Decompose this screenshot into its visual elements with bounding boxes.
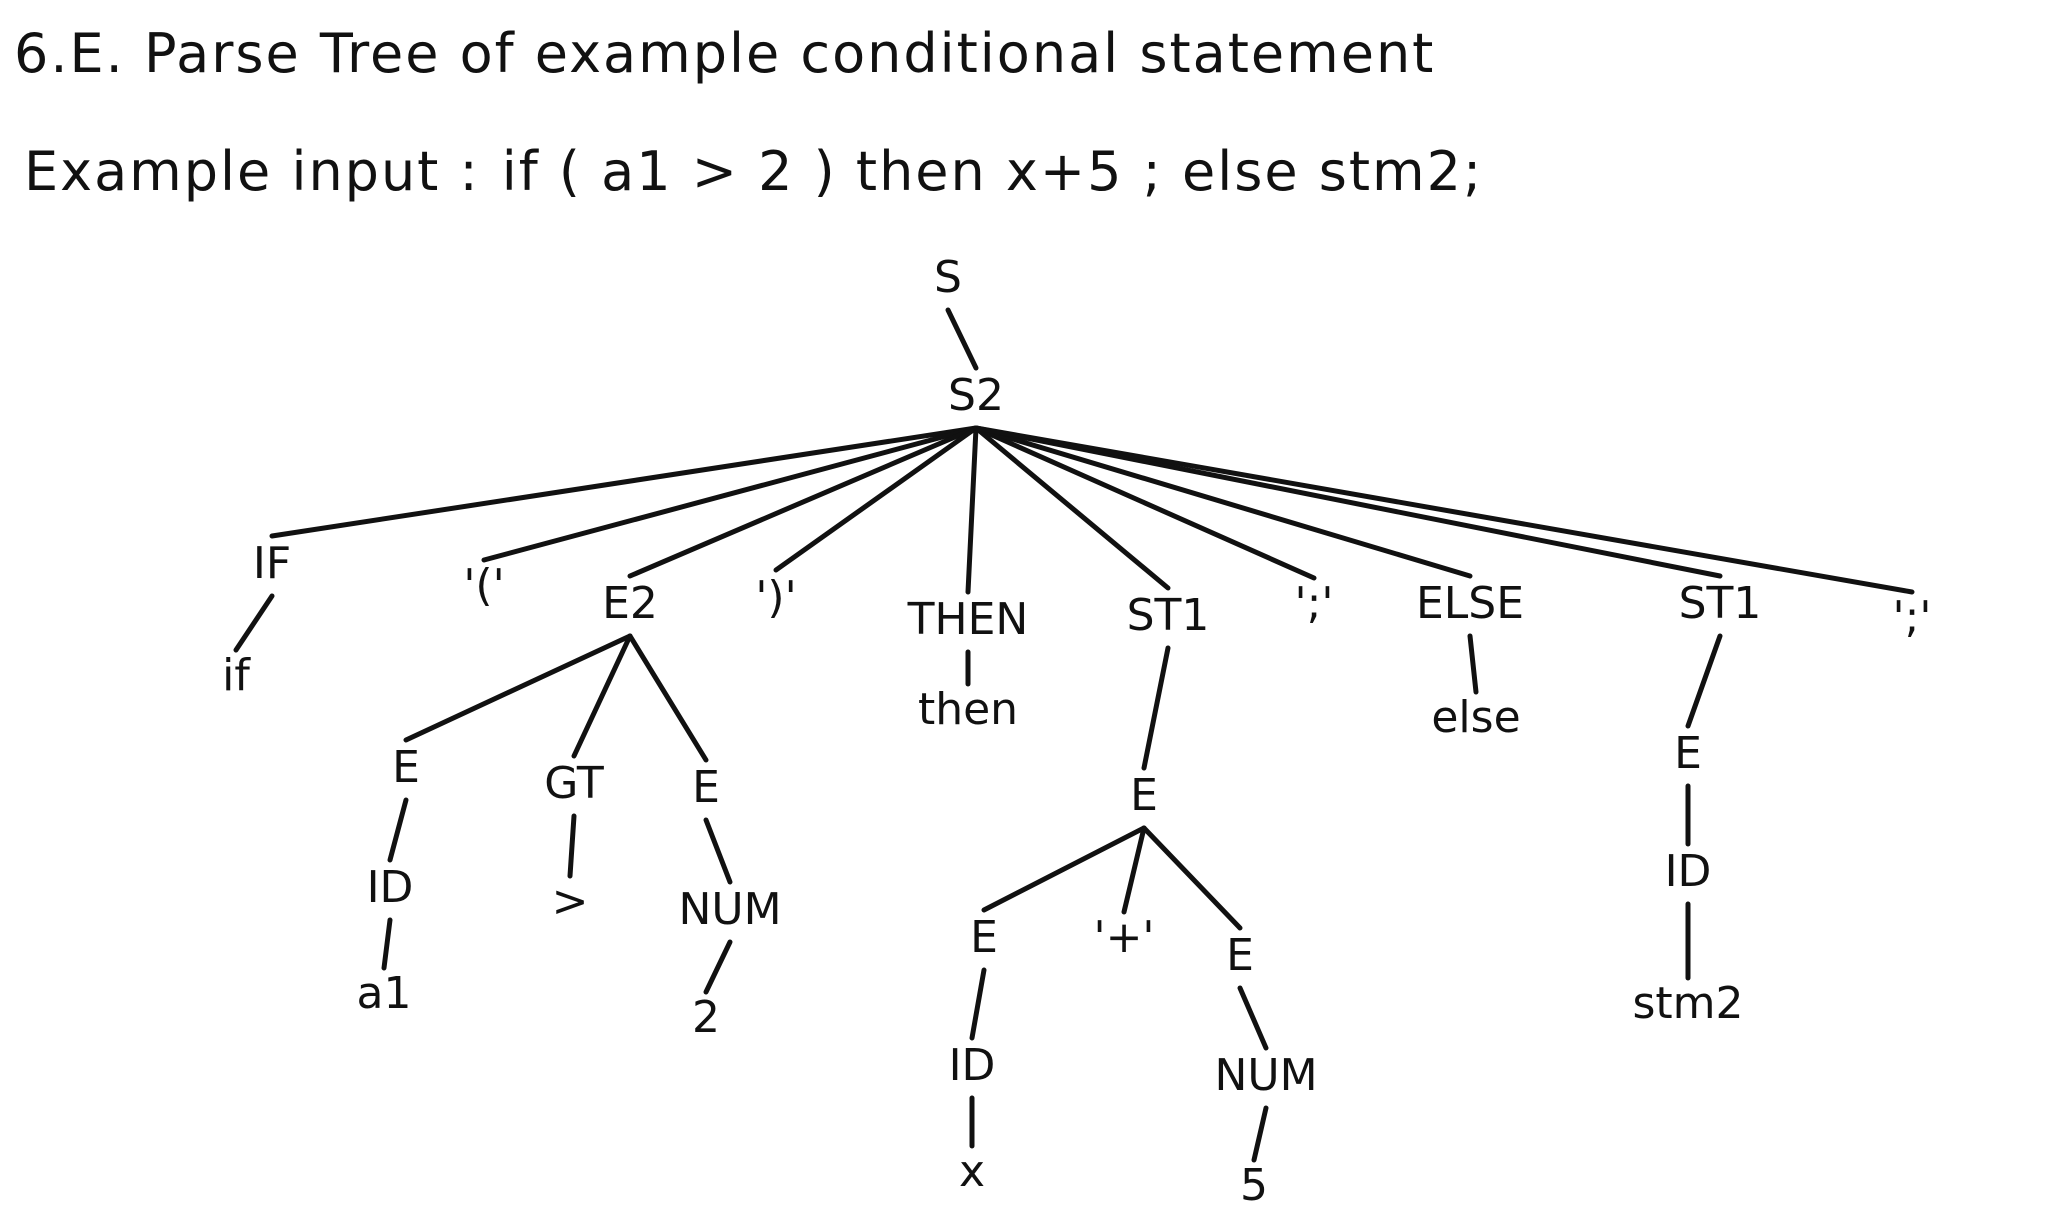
edge-s-s2 bbox=[945, 307, 979, 371]
edge-e-d-id-d bbox=[969, 967, 987, 1041]
node-gt: GT bbox=[544, 758, 604, 809]
node-st1b: ST1 bbox=[1679, 578, 1762, 629]
node-e-c: E bbox=[1130, 770, 1158, 821]
edge-st1a-e-c bbox=[1141, 645, 1171, 771]
edge-e-b-num-b bbox=[703, 817, 733, 885]
node-num-b: NUM bbox=[678, 884, 781, 935]
edge-num-b-two bbox=[703, 939, 733, 995]
node-id-d: ID bbox=[949, 1040, 996, 1091]
node-plus: '+' bbox=[1093, 912, 1154, 963]
edge-s2-semi1 bbox=[973, 425, 1317, 581]
edge-e-a-id-a bbox=[387, 797, 409, 863]
node-e2: E2 bbox=[602, 578, 658, 629]
edge-s2-if bbox=[269, 425, 979, 539]
edge-s2-lp bbox=[481, 425, 979, 563]
edge-if-if bbox=[233, 593, 275, 653]
edge-s2-e2 bbox=[627, 425, 979, 579]
edge-s2-then bbox=[965, 425, 979, 595]
example-input-line: Example input : if ( a1 > 2 ) then x+5 ; … bbox=[24, 140, 1483, 203]
node-if: IF bbox=[253, 538, 291, 589]
node-s2: S2 bbox=[948, 370, 1004, 421]
edge-s2-semi2 bbox=[973, 425, 1915, 595]
example-input-label: Example input : bbox=[24, 140, 480, 203]
node-else: else bbox=[1431, 692, 1520, 743]
edge-e-c-plus bbox=[1121, 825, 1147, 915]
node-x: x bbox=[959, 1146, 985, 1197]
node-e-b: E bbox=[692, 762, 720, 813]
node-e-e: E bbox=[1226, 930, 1254, 981]
node-rp: ')' bbox=[755, 572, 796, 623]
node-else: ELSE bbox=[1416, 578, 1524, 629]
example-input-code: if ( a1 > 2 ) then x+5 ; else stm2; bbox=[501, 140, 1484, 203]
node-st1a: ST1 bbox=[1127, 590, 1210, 641]
node-if: if bbox=[222, 650, 251, 701]
edge-e-e-num-e bbox=[1237, 985, 1269, 1051]
node-a1: a1 bbox=[357, 968, 412, 1019]
node-semi1: ';' bbox=[1294, 578, 1333, 629]
tree-edges bbox=[233, 307, 1915, 1163]
edge-id-a-a1 bbox=[381, 917, 393, 971]
node-then: THEN bbox=[907, 594, 1029, 645]
node-stm2: stm2 bbox=[1632, 978, 1743, 1029]
edge-st1b-e-f bbox=[1685, 633, 1723, 729]
edge-e-c-e-e bbox=[1141, 825, 1243, 931]
node-s: S bbox=[934, 252, 962, 303]
node-two: 2 bbox=[692, 992, 720, 1043]
edge-s2-st1b bbox=[973, 425, 1723, 579]
edge-else-else bbox=[1467, 633, 1479, 695]
node-five: 5 bbox=[1240, 1160, 1268, 1211]
node-e-a: E bbox=[392, 742, 420, 793]
node-gt: > bbox=[552, 876, 589, 927]
edge-e2-e-b bbox=[627, 633, 709, 763]
edge-num-e-five bbox=[1251, 1105, 1269, 1163]
node-e-f: E bbox=[1674, 728, 1702, 779]
tree-nodes: SS2IFif'('E2')'THENthenST1';'ELSEelseST1… bbox=[222, 252, 1931, 1211]
edge-s2-else bbox=[973, 425, 1473, 579]
node-semi2: ';' bbox=[1892, 592, 1931, 643]
edge-s2-st1a bbox=[973, 425, 1171, 591]
node-num-e: NUM bbox=[1214, 1050, 1317, 1101]
edge-gt-gt bbox=[567, 813, 577, 879]
node-e-d: E bbox=[970, 912, 998, 963]
node-id-f: ID bbox=[1665, 846, 1712, 897]
edge-e2-gt bbox=[571, 633, 633, 759]
edge-e2-e-a bbox=[403, 633, 633, 743]
edge-s2-rp bbox=[773, 425, 979, 573]
edge-e-c-e-d bbox=[981, 825, 1147, 913]
node-then: then bbox=[918, 684, 1018, 735]
node-id-a: ID bbox=[367, 862, 414, 913]
page-title: 6.E. Parse Tree of example conditional s… bbox=[14, 22, 1436, 85]
node-lp: '(' bbox=[463, 560, 504, 611]
